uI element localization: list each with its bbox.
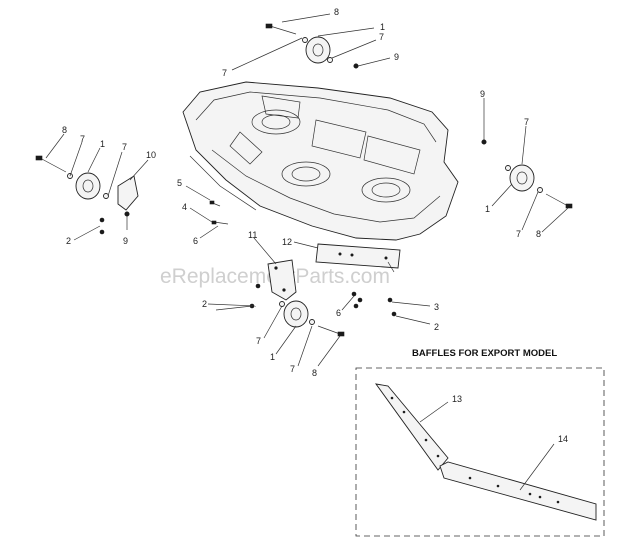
callout-7-top-right: 7: [379, 32, 384, 42]
callout-8-bottom: 8: [312, 368, 317, 378]
callout-8-top: 8: [334, 7, 339, 17]
callout-7-top-left: 7: [222, 68, 227, 78]
export-baffle-box: BAFFLES FOR EXPORT MODEL 13 14: [355, 348, 605, 537]
callout-6-left: 6: [193, 236, 198, 246]
callout-7-left-2: 7: [122, 142, 127, 152]
callout-12: 12: [282, 237, 292, 247]
callout-9-right: 9: [480, 89, 485, 99]
callout-2-mid: 2: [202, 299, 207, 309]
callout-7-left: 7: [80, 134, 85, 144]
callout-2-right: 2: [434, 322, 439, 332]
top-wheel-assembly: [265, 23, 359, 69]
callout-11: 11: [248, 230, 257, 240]
right-wheel-assembly: [481, 139, 573, 209]
callout-10: 10: [146, 150, 156, 160]
export-box-title: BAFFLES FOR EXPORT MODEL: [412, 348, 557, 359]
callout-8-right: 8: [536, 229, 541, 239]
leader-lines: [45, 13, 569, 367]
callout-3: 3: [434, 302, 439, 312]
callout-7-right-2: 7: [516, 229, 521, 239]
callout-7-bottom: 7: [256, 336, 261, 346]
callout-2-left: 2: [66, 236, 71, 246]
callout-13: 13: [452, 394, 462, 404]
baffle-13: [374, 383, 449, 471]
callout-numbers: 8 1 7 9 7 8 7 1 7 10 5 4 6 2 9 9 7 1 7 8…: [62, 7, 541, 378]
callout-1-top: 1: [380, 22, 385, 32]
callout-5: 5: [177, 178, 182, 188]
bottom-wheel-assembly: [249, 259, 397, 337]
callout-9-top: 9: [394, 52, 399, 62]
callout-8-left: 8: [62, 125, 67, 135]
callout-7-right: 7: [524, 117, 529, 127]
deck-bolts: [209, 200, 229, 225]
callout-4: 4: [182, 202, 187, 212]
mower-deck-housing: [182, 81, 459, 241]
callout-9-left: 9: [123, 236, 128, 246]
left-wheel-assembly: [35, 155, 139, 235]
callout-14: 14: [558, 434, 568, 444]
baffle-bracket-12: [315, 243, 401, 273]
export-box-border: [355, 367, 605, 537]
callout-1-left: 1: [100, 139, 105, 149]
callout-1-right: 1: [485, 204, 490, 214]
callout-6-mid: 6: [336, 308, 341, 318]
baffle-14: [439, 461, 597, 521]
callout-1-bottom: 1: [270, 352, 275, 362]
callout-7-bottom-2: 7: [290, 364, 295, 374]
